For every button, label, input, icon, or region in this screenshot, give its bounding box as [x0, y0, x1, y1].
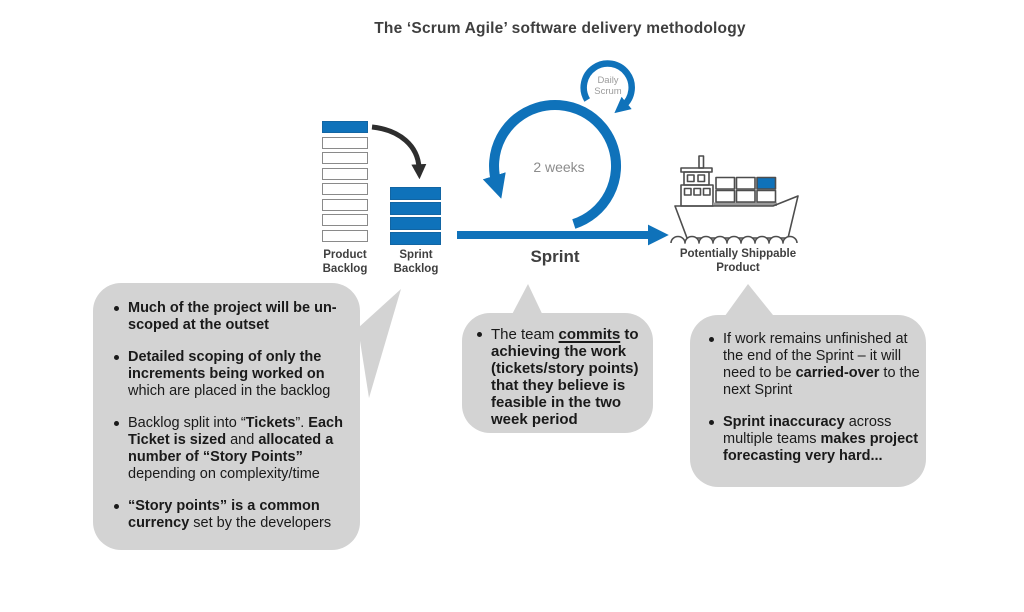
sprint-label: Sprint [530, 247, 580, 266]
list-item: If work remains unfinished at the end of… [709, 331, 920, 399]
transfer-arrow-icon [371, 124, 427, 180]
backlog-bar [322, 167, 368, 180]
bullet-dot [477, 332, 482, 337]
bullet-text: The team commits to achieving the work (… [491, 326, 639, 428]
product-backlog-label: Product Backlog [322, 249, 368, 276]
backlog-bar [322, 183, 368, 195]
bullet-dot [114, 421, 119, 426]
bullet-text: “Story points” is a common currency set … [128, 498, 332, 531]
sprint-bar [390, 202, 441, 215]
backlog-bar-highlighted [322, 121, 368, 133]
bullet-dot [709, 420, 714, 425]
list-item: Sprint inaccuracy across multiple teams … [709, 414, 920, 465]
shippable-speech-bubble: If work remains unfinished at the end of… [690, 315, 926, 487]
backlog-speech-bubble: Much of the project will be un-scoped at… [93, 283, 360, 550]
list-item: The team commits to achieving the work (… [477, 326, 645, 428]
product-backlog-icon [322, 121, 368, 242]
cargo-ship-icon [670, 155, 799, 244]
sprint-speech-bubble: The team commits to achieving the work (… [462, 313, 653, 433]
sprint-bar [390, 217, 441, 230]
sprint-duration-label: 2 weeks [533, 159, 585, 175]
backlog-bar [322, 214, 368, 226]
bullet-text: Much of the project will be un-scoped at… [128, 300, 337, 333]
daily-scrum-label: Daily Scrum [594, 75, 622, 98]
bullet-text: Detailed scoping of only the increments … [128, 349, 331, 399]
sprint-backlog-label: Sprint Backlog [393, 249, 439, 276]
bullet-dot [709, 337, 714, 342]
bullet-dot [114, 306, 119, 311]
backlog-bar [322, 152, 368, 164]
bullet-dot [114, 504, 119, 509]
list-item: Backlog split into “Tickets”. Each Ticke… [114, 415, 352, 483]
list-item: Much of the project will be un-scoped at… [114, 300, 352, 334]
shippable-product-label: Potentially Shippable Product [679, 248, 797, 275]
sprint-bar [390, 232, 441, 245]
backlog-bar [322, 136, 368, 149]
sprint-bar [390, 187, 441, 200]
backlog-bar [322, 229, 368, 242]
page-title: The ‘Scrum Agile’ software delivery meth… [374, 20, 746, 37]
sprint-backlog-icon [390, 187, 441, 245]
bullet-text: If work remains unfinished at the end of… [723, 331, 920, 398]
bullet-dot [114, 355, 119, 360]
list-item: “Story points” is a common currency set … [114, 498, 352, 532]
backlog-bar [322, 198, 368, 211]
list-item: Detailed scoping of only the increments … [114, 349, 352, 400]
bullet-text: Sprint inaccuracy across multiple teams … [723, 414, 919, 464]
bullet-text: Backlog split into “Tickets”. Each Ticke… [128, 415, 343, 482]
